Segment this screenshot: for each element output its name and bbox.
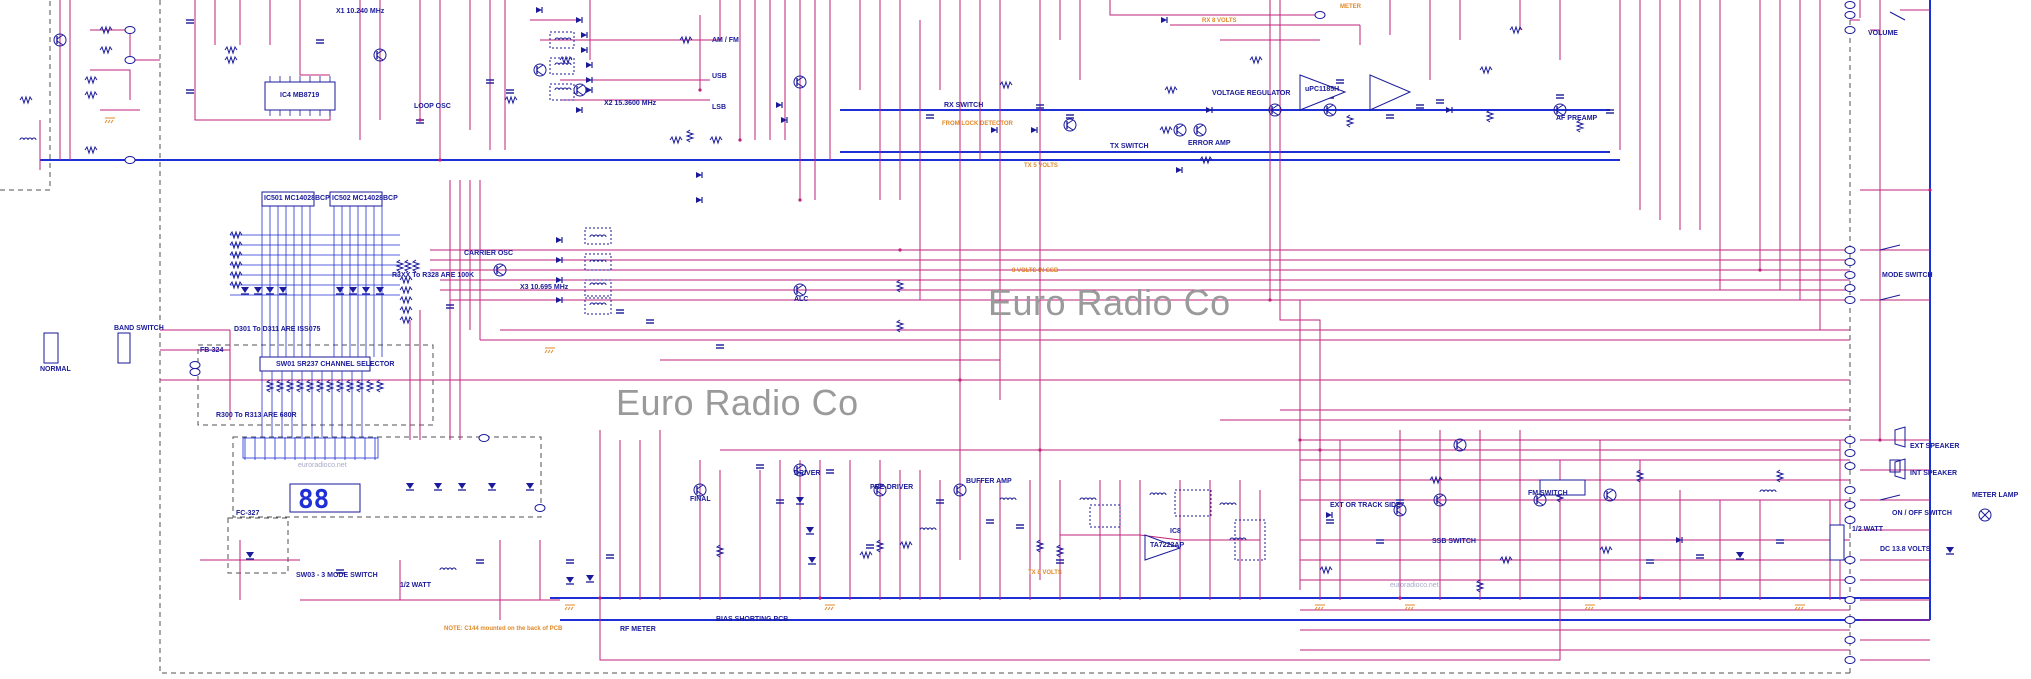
label-rx-switch: RX SWITCH bbox=[944, 102, 984, 109]
label-meter-lamp: METER LAMP bbox=[1972, 492, 2019, 499]
label-error-amp: ERROR AMP bbox=[1188, 140, 1231, 147]
seven-segment-display: 88 bbox=[289, 483, 361, 515]
label-mc14028b-b: IC502 MC14028BCP bbox=[332, 195, 398, 202]
label-rf-meter: RF METER bbox=[620, 626, 656, 633]
label-crystal-x2: X2 15.3600 MHz bbox=[604, 100, 657, 107]
label-mode-switch-b: SW03 - 3 MODE SWITCH bbox=[296, 572, 378, 579]
label-channel-selector: SW01 SR237 CHANNEL SELECTOR bbox=[276, 361, 395, 368]
label-crystal-x3: X3 10.695 MHz bbox=[520, 284, 569, 291]
label-fm-switch: FM SWITCH bbox=[1528, 490, 1568, 497]
net-rx-8v: 8 VOLTS IN SSB bbox=[1012, 268, 1059, 274]
net-tx-8v: TX 8 VOLTS bbox=[1028, 570, 1062, 576]
label-int-speaker: INT SPEAKER bbox=[1910, 470, 1958, 477]
label-volume: VOLUME bbox=[1868, 30, 1898, 37]
label-loop-osc: LOOP OSC bbox=[414, 103, 451, 110]
label-carrier-osc: CARRIER OSC bbox=[464, 250, 514, 257]
label-ssb-switch: SSB SWITCH bbox=[1432, 538, 1476, 545]
net-meter: METER bbox=[1340, 4, 1361, 10]
watermark-secondary: Euro Radio Co bbox=[616, 382, 859, 423]
coils bbox=[19, 31, 1777, 571]
label-ext-speaker: EXT SPEAKER bbox=[1910, 443, 1960, 450]
label-am-fm: AM / FM bbox=[712, 37, 739, 44]
switches bbox=[43, 11, 1906, 501]
label-trimmer-note: R3XX To R328 ARE 100K bbox=[392, 272, 475, 279]
net-tx-5v: TX 5 VOLTS bbox=[1024, 163, 1058, 169]
label-band-switch: BAND SWITCH bbox=[114, 325, 164, 332]
label-ta7222: TA7222AP bbox=[1150, 542, 1185, 549]
pcb-note: NOTE: C144 mounted on the back of PCB bbox=[444, 626, 563, 632]
label-speaker-w: 1/2 WATT bbox=[400, 582, 431, 589]
label-pre-driver: PRE-DRIVER bbox=[870, 484, 914, 491]
label-mc14028b-a: IC501 MC14028BCP bbox=[264, 195, 330, 202]
label-alc: ALC bbox=[794, 296, 809, 303]
label-usb: USB bbox=[712, 73, 727, 80]
label-onoff-switch: ON / OFF SWITCH bbox=[1892, 510, 1952, 517]
channel-selector-wires bbox=[230, 206, 400, 460]
label-diode-note: D301 To D311 ARE ISS075 bbox=[234, 326, 321, 333]
output-devices bbox=[1894, 426, 1992, 522]
label-final: FINAL bbox=[690, 496, 711, 503]
wiring bbox=[39, 0, 1930, 661]
label-lsb: LSB bbox=[712, 104, 726, 111]
label-dc-input: DC 13.8 VOLTS bbox=[1880, 546, 1931, 553]
label-bias-pcb: BIAS SHORTING PCB bbox=[716, 616, 789, 623]
resistors bbox=[19, 26, 1784, 593]
label-mode-switch: MODE SWITCH bbox=[1882, 272, 1933, 279]
label-voltage-reg: VOLTAGE REGULATOR bbox=[1212, 90, 1291, 97]
watermark-url: euroradioco.net bbox=[1390, 582, 1439, 589]
junction-nodes bbox=[418, 88, 1932, 600]
net-rx-8v-b: RX 8 VOLTS bbox=[1202, 18, 1237, 24]
label-ext-track: EXT OR TRACK SIDE bbox=[1330, 502, 1401, 509]
label-normal: NORMAL bbox=[40, 366, 71, 373]
label-pcb-sc: FC-327 bbox=[236, 510, 260, 517]
label-resistor-note: R300 To R313 ARE 680R bbox=[216, 412, 297, 419]
watermark-url-2: euroradioco.net bbox=[298, 462, 347, 469]
label-crystal-x1: X1 10.240 MHz bbox=[336, 8, 385, 15]
label-driver: DRIVER bbox=[794, 470, 821, 477]
net-lock-detector: FROM LOCK DETECTOR bbox=[942, 121, 1013, 127]
label-ic-mb8719: IC4 MB8719 bbox=[280, 92, 320, 99]
label-ic-num: IC8 bbox=[1170, 528, 1181, 535]
watermark-main: Euro Radio Co bbox=[988, 282, 1231, 323]
label-buffer-amp: BUFFER AMP bbox=[966, 478, 1012, 485]
display-digits: 88 bbox=[298, 485, 329, 515]
ic-pins bbox=[269, 76, 331, 116]
integrated-circuits bbox=[259, 74, 1845, 561]
label-tx-switch: TX SWITCH bbox=[1110, 143, 1149, 150]
label-af-preamp: AF PREAMP bbox=[1556, 115, 1598, 122]
label-pcb-fb: FB-324 bbox=[200, 347, 224, 354]
label-watt-note: 1/2 WATT bbox=[1852, 526, 1883, 533]
label-upc1185h: uPC1185H bbox=[1305, 86, 1340, 93]
